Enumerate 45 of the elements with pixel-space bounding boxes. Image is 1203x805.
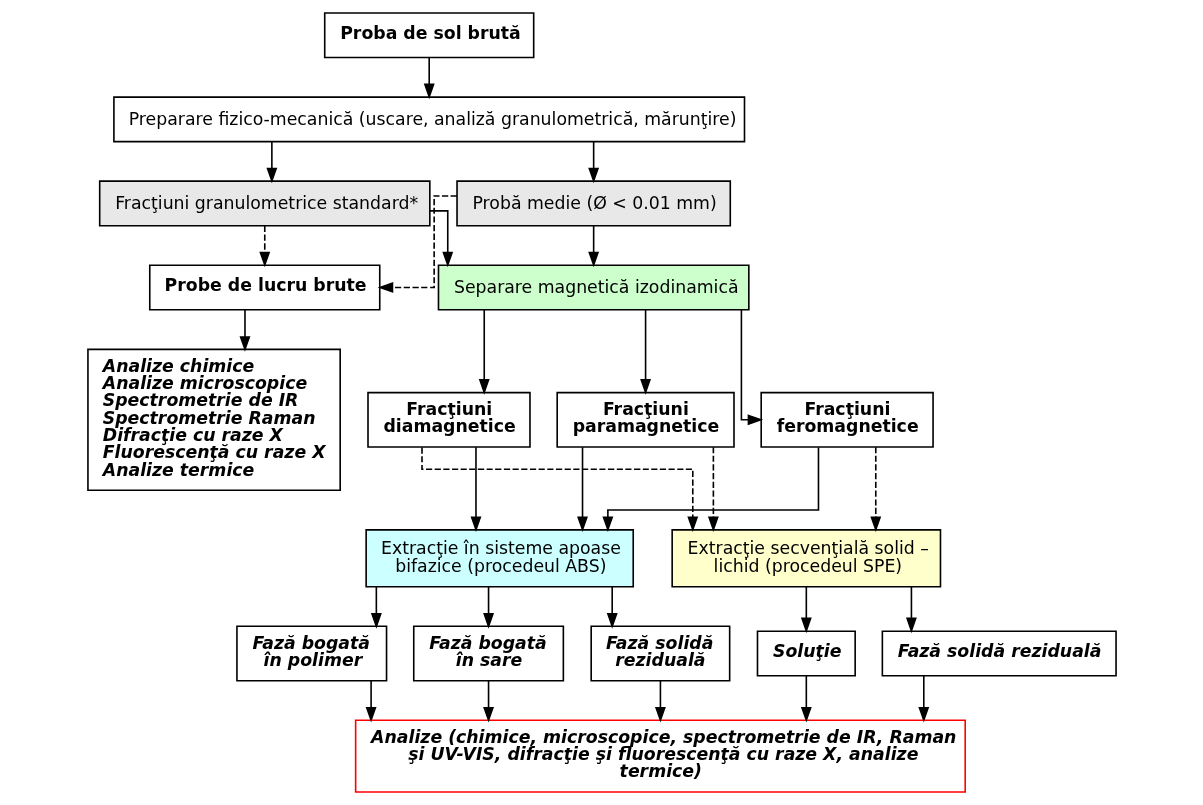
arrow	[258, 225, 270, 268]
arrow	[740, 309, 763, 426]
arrow	[370, 586, 382, 629]
node-box: Fracţiuni paramagnetice	[555, 391, 735, 448]
arrow	[639, 309, 651, 395]
node-box: Analize (chimice, microscopice, spectrometrie de IR, Raman şi UV-VIS, difracţie şi fluorescenţă cu raze X, analize termice)	[354, 719, 966, 793]
node-box: Fracţiuni diamagnetice	[366, 391, 531, 448]
node-box: Separare magnetică izodinamică	[437, 264, 750, 311]
arrow	[365, 680, 377, 723]
arrow	[587, 141, 599, 184]
node-box: Preparare fizico-mecanică (uscare, analiză granulometrică, mărunţire)	[112, 96, 745, 143]
node-box: Probă medie (Ø < 0.01 mm)	[455, 180, 731, 227]
arrow	[239, 309, 250, 352]
arrow	[377, 195, 458, 293]
node-box: Fază solidă reziduală	[589, 625, 730, 682]
node-box: Extracţie secvenţială solid – lichid (procedeul SPE)	[670, 529, 941, 588]
arrow	[420, 446, 698, 533]
arrow	[482, 680, 494, 723]
node-box: Fază bogată în polimer	[235, 625, 387, 682]
arrow	[428, 210, 453, 268]
node-box: Analize chimice Analize microscopice Spectrometrie de IR Spectrometrie Raman Difracţie cu raze X Fluorescenţă cu raze X Analize termice	[86, 348, 341, 492]
arrow	[800, 586, 812, 634]
node-box: Fracţiuni feromagnetice	[759, 391, 934, 448]
arrow	[265, 141, 277, 184]
node-box: Fază solidă reziduală	[881, 630, 1117, 677]
arrow	[470, 446, 481, 532]
node-box: Fracţiuni granulometrice standard*	[98, 180, 431, 227]
arrow	[917, 674, 929, 723]
node-box: Soluţie	[756, 630, 856, 677]
arrow	[869, 446, 881, 532]
node-box: Extracţie în sisteme apoase bifazice (procedeul ABS)	[364, 529, 634, 588]
node-box: Probe de lucru brute	[148, 264, 381, 311]
arrow	[587, 225, 599, 268]
node-box: Proba de sol brută	[323, 12, 534, 59]
arrow	[905, 586, 917, 634]
arrow	[800, 674, 812, 723]
arrow	[654, 680, 666, 723]
arrow	[606, 586, 618, 629]
node-box: Fază bogată în sare	[412, 625, 564, 682]
arrow	[576, 446, 588, 532]
arrow	[601, 446, 819, 533]
arrow	[482, 586, 494, 629]
arrow	[707, 446, 719, 532]
arrow	[478, 309, 490, 395]
arrow	[423, 57, 435, 100]
